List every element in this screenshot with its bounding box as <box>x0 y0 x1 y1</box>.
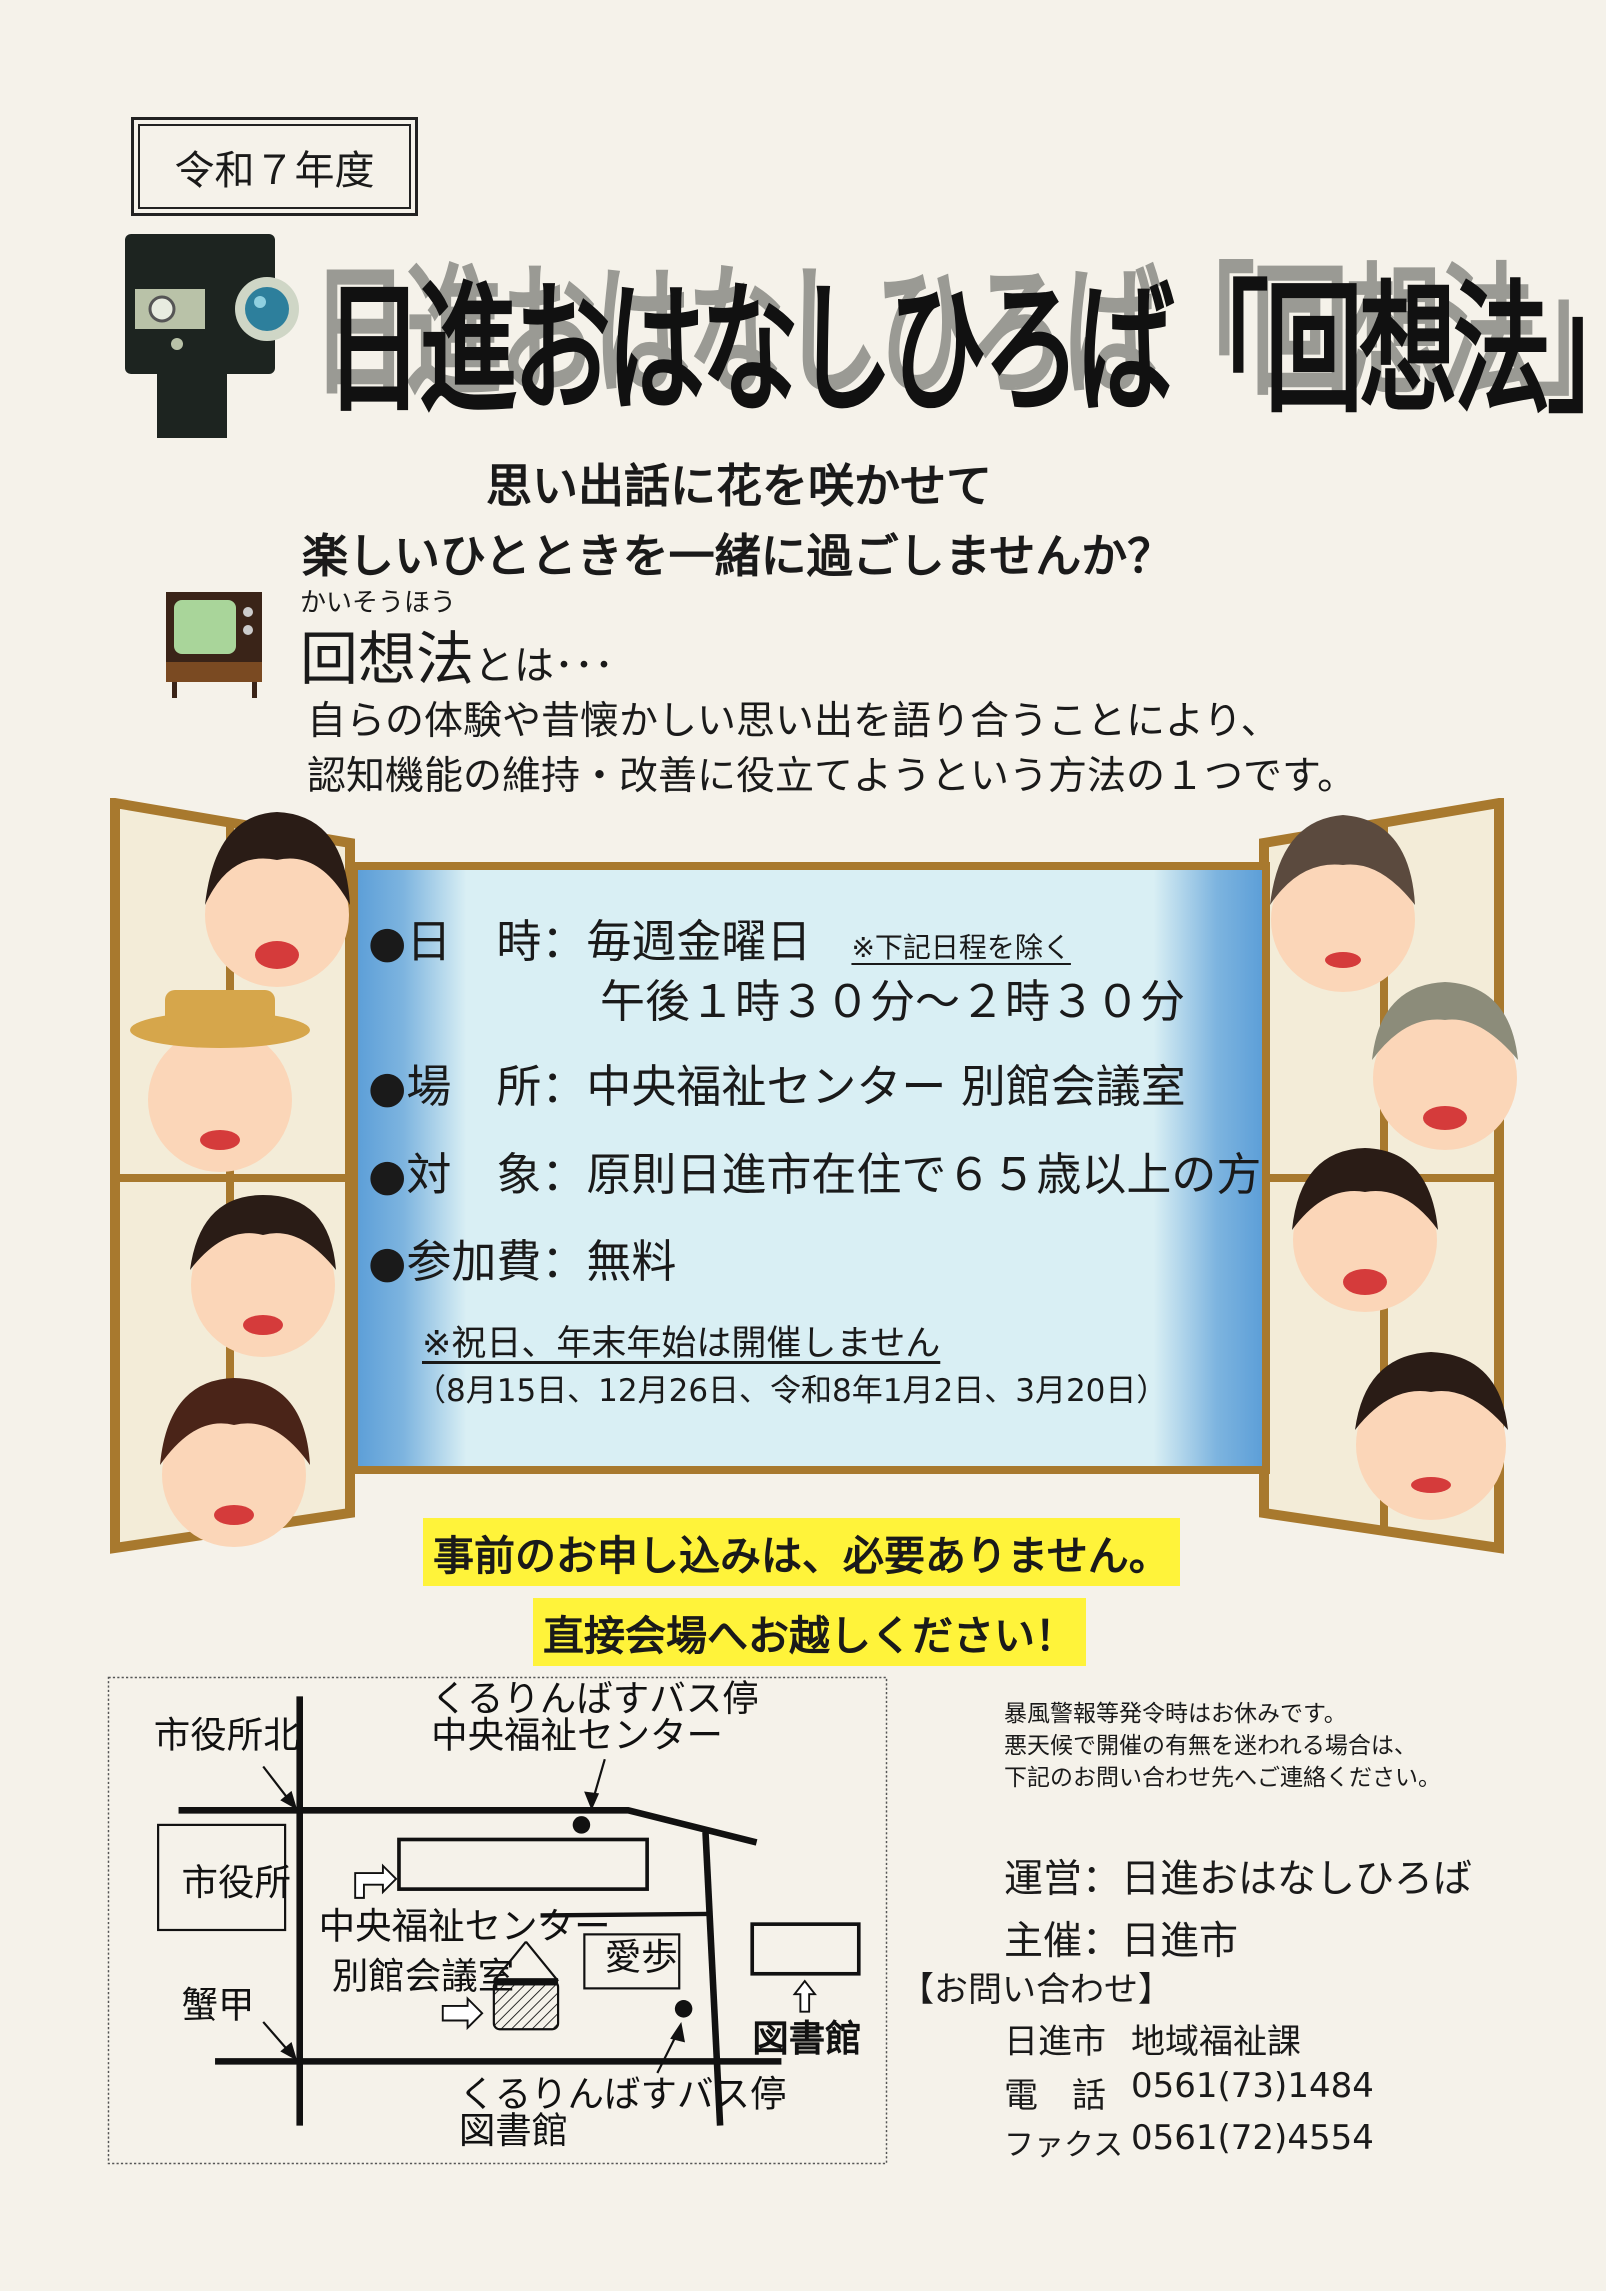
map-label-bus-stop-north: くるりんばすバス停 <box>431 1677 759 1720</box>
about-line-2: 認知機能の維持・改善に役立てようという方法の１つです。 <box>307 754 1357 799</box>
info-panel <box>350 862 1270 1474</box>
about-term-suffix: とは･･･ <box>474 643 615 689</box>
aiho-building <box>583 1933 681 1990</box>
about-line-1: 自らの体験や昔懐かしい思い出を語り合うことにより、 <box>307 699 1280 744</box>
annex-arrow-icon <box>441 1996 484 2031</box>
weather-note-1: 暴風警報等発令時はお休みです。 <box>1004 1701 1347 1727</box>
no-registration-notice: 事前のお申し込みは、必要ありません。 <box>423 1518 1180 1586</box>
bullet-icon: ● <box>368 917 407 968</box>
weather-note-3: 下記のお問い合わせ先へご連絡ください。 <box>1004 1765 1441 1791</box>
fee-value: 無料 <box>586 1235 677 1288</box>
excluded-dates: （8月15日、12月26日、令和8年1月2日、3月20日） <box>415 1373 1168 1409</box>
place-label: 場 所： <box>406 1060 587 1113</box>
map-label-bus-stop-south: くるりんばすバス停 <box>459 2073 787 2116</box>
info-datetime: ●日 時：毎週金曜日 ※下記日程を除く <box>368 905 1071 970</box>
datetime-label: 日 時： <box>406 915 587 968</box>
bullet-icon: ● <box>368 1237 407 1288</box>
info-target: ●対 象：原則日進市在住で６５歳以上の方 <box>368 1138 1261 1203</box>
datetime-note: ※下記日程を除く <box>851 931 1071 964</box>
contact-dept: 地域福祉課 <box>1131 2022 1301 2062</box>
contact-org: 日進市 <box>1004 2022 1106 2062</box>
map-label-bus-stop-north-name: 中央福祉センター <box>431 1714 723 1757</box>
place-value: 中央福祉センター 別館会議室 <box>586 1060 1186 1113</box>
bus-stop-icon <box>674 2000 693 2018</box>
about-term: 回想法 <box>300 625 475 693</box>
fax-number: 0561(72)4554 <box>1131 2118 1374 2158</box>
operator: 運営：日進おはなしひろば <box>1004 1857 1473 1902</box>
bullet-icon: ● <box>368 1150 407 1201</box>
map-label-library: 図書館 <box>752 2017 861 2060</box>
datetime-value: 毎週金曜日 <box>586 915 812 968</box>
weather-note-2: 悪天候で開催の有無を迷われる場合は、 <box>1004 1733 1417 1759</box>
movie-camera-icon <box>125 234 299 438</box>
bus-stop-icon <box>572 1816 591 1834</box>
map-label-bus-stop-south-name: 図書館 <box>459 2109 568 2152</box>
host: 主催：日進市 <box>1004 1919 1239 1964</box>
map-label-aiho: 愛歩 <box>605 1935 678 1978</box>
about-heading: 回想法とは･･･ <box>300 612 614 696</box>
tel-number[interactable]: 0561(73)1484 <box>1131 2066 1374 2106</box>
bullet-icon: ● <box>368 1062 407 1113</box>
map-label-city-hall: 市役所 <box>181 1861 290 1904</box>
info-place: ●場 所：中央福祉センター 別館会議室 <box>368 1050 1186 1115</box>
map-label-kanikabuto: 蟹甲 <box>181 1984 254 2027</box>
contact-heading: 【お問い合わせ】 <box>900 1970 1172 2010</box>
map-label-annex: 別館会議室 <box>332 1954 514 1997</box>
map-label-city-hall-north: 市役所北 <box>154 1714 300 1757</box>
target-value: 原則日進市在住で６５歳以上の方 <box>586 1148 1262 1201</box>
ruby-reading: かいそうほう <box>300 588 457 618</box>
subtitle-line-2: 楽しいひとときを一緒に過ごしませんか？ <box>302 529 1174 583</box>
access-map: くるりんばすバス停 中央福祉センター 市役所北 市役所 中央福祉センター 別館会… <box>107 1676 888 2165</box>
page-title: 日進おはなしひろば「回想法」 <box>325 268 1606 434</box>
road <box>702 1832 724 2126</box>
fax-label: ファクス <box>1004 2128 1124 2163</box>
subtitle-line-1: 思い出話に花を咲かせて <box>486 459 992 513</box>
entrance-arrow-icon <box>354 1863 398 1899</box>
television-icon <box>166 592 262 698</box>
come-directly-notice: 直接会場へお越しください！ <box>533 1598 1086 1666</box>
map-label-center: 中央福祉センター <box>319 1905 611 1948</box>
fee-label: 参加費： <box>406 1235 587 1288</box>
tel-label: 電 話 <box>1004 2076 1106 2116</box>
center-building <box>397 1837 649 1891</box>
year-label-box: 令和７年度 <box>131 117 418 216</box>
holiday-note: ※祝日、年末年始は開催しません <box>422 1324 941 1364</box>
info-fee: ●参加費：無料 <box>368 1225 676 1290</box>
library-building <box>750 1922 861 1976</box>
target-label: 対 象： <box>406 1148 587 1201</box>
city-hall-building <box>157 1823 287 1932</box>
road <box>178 1807 758 1846</box>
year-label: 令和７年度 <box>174 147 375 194</box>
info-time: 午後１時３０分～２時３０分 <box>600 975 1186 1028</box>
library-arrow-icon <box>792 1979 817 2013</box>
